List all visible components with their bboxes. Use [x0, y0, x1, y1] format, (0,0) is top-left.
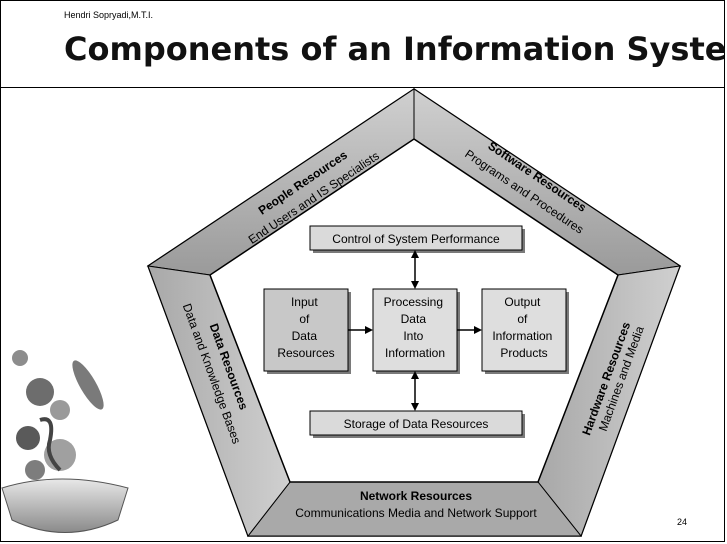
control-box: [309, 225, 523, 251]
processing-line-1: Processing: [384, 295, 443, 309]
input-line-1: Input: [291, 295, 318, 309]
arrow-processing-to-output: [457, 326, 482, 334]
arrow-control-processing: [411, 250, 419, 289]
output-line-4: Products: [500, 346, 547, 360]
output-box: [481, 288, 567, 372]
network-resources-subtitle: Communications Media and Network Support: [295, 506, 537, 520]
processing-box: [372, 288, 458, 372]
input-line-2: of: [299, 312, 310, 326]
processing-line-3: Into: [403, 329, 423, 343]
input-box-label: Input of Data Resources: [277, 295, 334, 360]
slide-title: Components of an Information System: [64, 30, 727, 68]
output-line-3: Information: [492, 329, 552, 343]
processing-box-label: Processing Data Into Information: [384, 295, 447, 360]
page-number: 24: [677, 517, 688, 527]
input-line-4: Resources: [277, 346, 334, 360]
input-line-3: Data: [292, 329, 318, 343]
arrow-processing-storage: [411, 371, 419, 411]
control-box-label: Control of System Performance: [332, 232, 500, 246]
input-box: [263, 288, 349, 372]
output-box-label: Output of Information Products: [492, 295, 555, 360]
output-line-1: Output: [504, 295, 541, 309]
output-line-2: of: [517, 312, 528, 326]
arrow-input-to-processing: [348, 326, 373, 334]
network-resources-title: Network Resources: [360, 489, 472, 503]
storage-box: [309, 410, 523, 436]
author-label: Hendri Sopryadi,M.T.I.: [64, 10, 154, 20]
processing-line-4: Information: [385, 346, 445, 360]
fruit-bowl-illustration: [1, 350, 129, 533]
title-divider: [0, 87, 725, 88]
storage-box-label: Storage of Data Resources: [344, 417, 489, 431]
processing-line-2: Data: [401, 312, 427, 326]
